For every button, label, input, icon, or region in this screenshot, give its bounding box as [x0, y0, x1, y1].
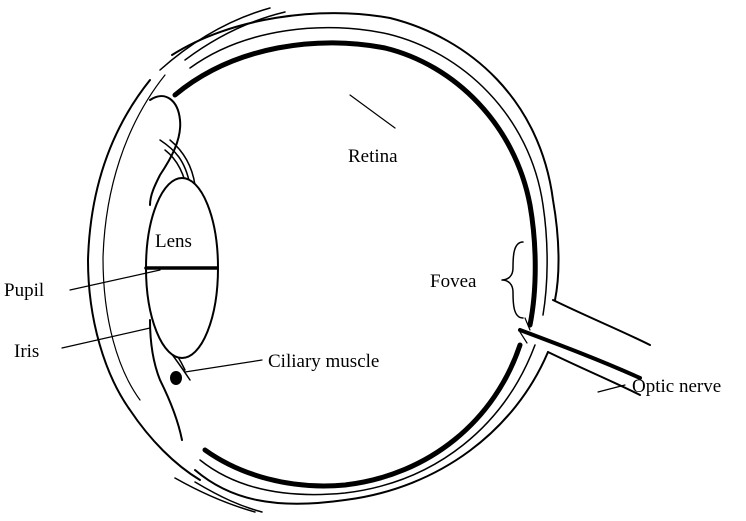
iris-leader — [62, 328, 150, 348]
label-fovea: Fovea — [430, 271, 477, 292]
ciliary-leader — [185, 360, 262, 372]
label-optic-nerve: Optic nerve — [632, 376, 721, 397]
label-iris: Iris — [14, 341, 39, 362]
label-lens: Lens — [155, 231, 192, 252]
ciliary-muscle-dot — [170, 371, 182, 385]
choroid-layer — [190, 28, 547, 495]
label-pupil: Pupil — [4, 280, 44, 301]
label-ciliary-muscle: Ciliary muscle — [268, 351, 379, 372]
optic-nerve-leader — [598, 385, 625, 392]
sclera-outer — [172, 13, 559, 504]
sclera-edge-bottom — [175, 478, 262, 512]
retina-leader — [350, 95, 395, 128]
fovea-brace — [502, 242, 523, 318]
label-retina: Retina — [348, 146, 398, 167]
sclera-edge-top — [160, 8, 285, 70]
